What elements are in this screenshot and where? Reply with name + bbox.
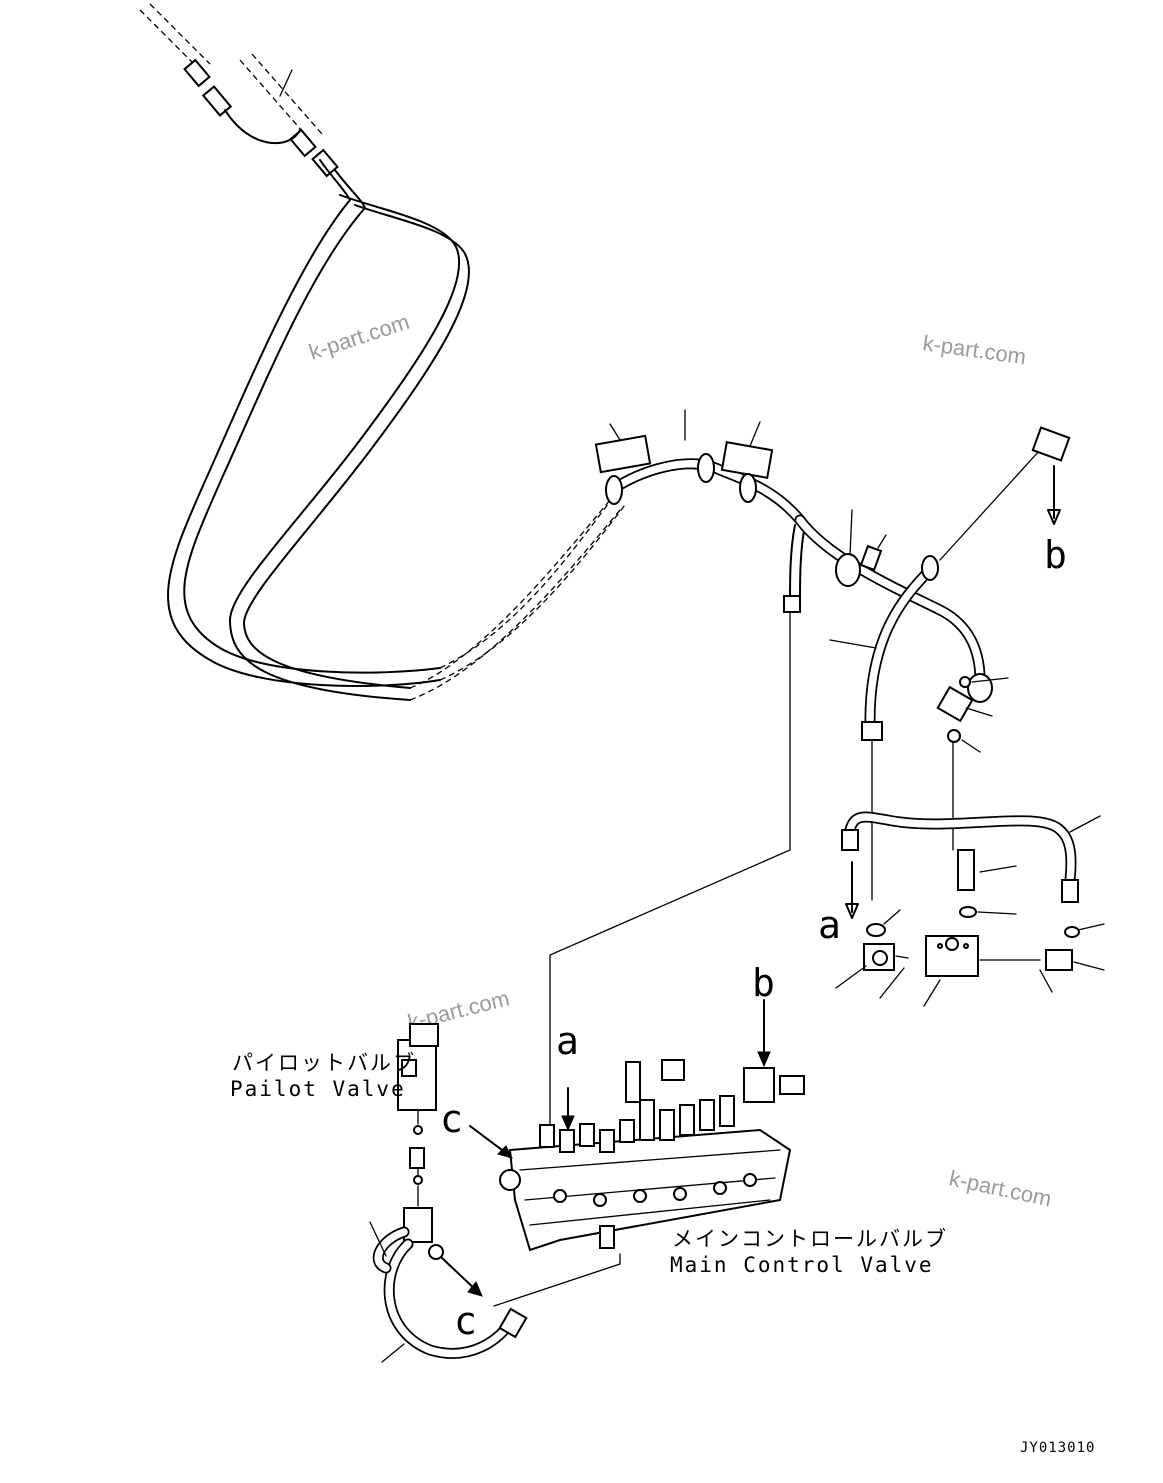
callout-c-left: c: [440, 1097, 463, 1141]
watermark-2: k-part.com: [921, 330, 1027, 369]
drawing-code: JY013010: [1020, 1440, 1095, 1456]
watermark-4: k-part.com: [947, 1165, 1054, 1211]
callout-b-top: b: [1044, 533, 1067, 577]
main-valve-label-en: Main Control Valve: [670, 1253, 934, 1277]
lower-right-hose: [841, 811, 1101, 903]
valve-spools: [539, 1059, 805, 1249]
main-control-valve: [469, 999, 805, 1252]
pilot-valve: [397, 1023, 439, 1207]
leader-line-a: [549, 611, 791, 1131]
upper-hose-loop: [139, 3, 626, 701]
pilot-hose: [369, 1207, 621, 1363]
callout-b-bottom: b: [752, 961, 775, 1005]
valve-block-group: [835, 465, 1105, 1007]
pilot-valve-label-en: Pailot Valve: [230, 1077, 406, 1101]
callout-a-bottom: a: [556, 1019, 579, 1063]
right-hose-assembly: [829, 426, 1071, 901]
watermark-1: k-part.com: [306, 309, 413, 365]
middle-hose-with-clamps: [594, 409, 993, 703]
pilot-valve-label-jp: パイロットバルブ: [232, 1051, 416, 1075]
callout-c-bottom: c: [454, 1299, 477, 1343]
main-valve-label-jp: メインコントロールバルブ: [672, 1227, 948, 1251]
callout-a-top: a: [818, 903, 841, 947]
